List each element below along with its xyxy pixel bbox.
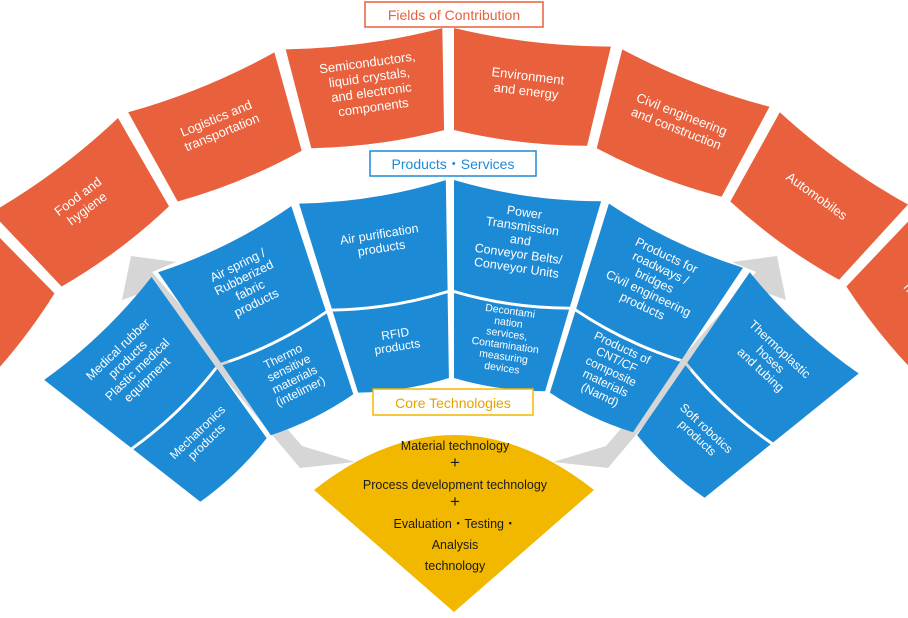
core-tech-line: Evaluation・Testing・: [394, 517, 517, 531]
core-tech-line: Material technology: [401, 439, 510, 453]
plus-sign: +: [450, 453, 460, 472]
core-layer: Material technology+Process development …: [314, 435, 594, 612]
core-header-label: Core Technologies: [395, 395, 511, 411]
plus-sign: +: [450, 492, 460, 511]
core-tech-line: Analysis: [432, 538, 479, 552]
products-header: Products・Services: [370, 151, 536, 176]
products-header-label: Products・Services: [392, 156, 515, 172]
core-tech-line: technology: [425, 559, 486, 573]
core-header: Core Technologies: [373, 389, 533, 415]
core-tech-line: Process development technology: [363, 478, 548, 492]
fields-header-label: Fields of Contribution: [388, 7, 520, 23]
fields-header: Fields of Contribution: [365, 2, 543, 27]
